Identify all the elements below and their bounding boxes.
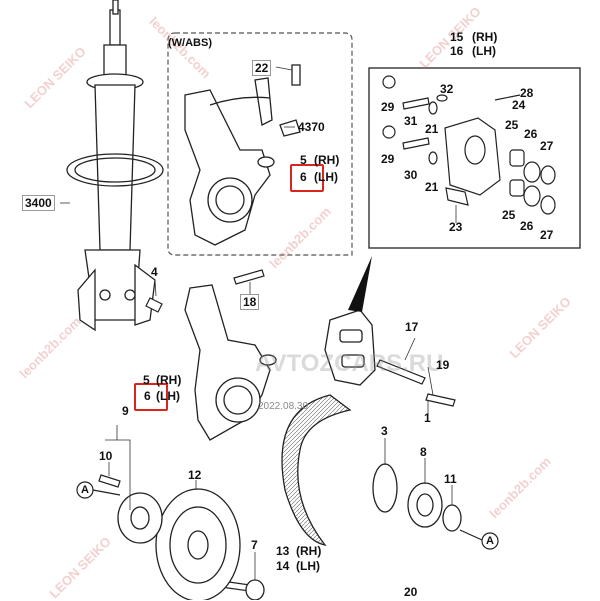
callout-31: 31 (404, 114, 418, 128)
callout-rh-abs: (RH) (314, 153, 340, 167)
callout-7: 7 (251, 538, 258, 552)
callout-8: 8 (420, 445, 427, 459)
callout-6-abs: 6 (300, 170, 307, 184)
ref-a-left: A (81, 484, 89, 496)
callout-30: 30 (404, 168, 418, 182)
dust-shield (281, 394, 352, 546)
wheel-hub (117, 492, 163, 544)
callout-20: 20 (404, 585, 418, 599)
callout-5-abs: 5 (300, 153, 307, 167)
callout-24: 24 (512, 98, 526, 112)
callout-rh-13: (RH) (296, 544, 322, 558)
callout-29b: 29 (381, 152, 395, 166)
ref-a-right: A (486, 535, 494, 547)
callout-13: 13 (276, 544, 290, 558)
callout-1: 1 (424, 411, 431, 425)
callout-11: 11 (444, 472, 457, 486)
callout-25a: 25 (505, 118, 519, 132)
callout-14: 14 (276, 559, 290, 573)
abs-knuckle (184, 64, 301, 246)
callout-5-main: 5 (143, 373, 150, 387)
callout-lh-16: (LH) (472, 44, 496, 58)
abs-frame-title: (W/ABS) (168, 37, 212, 49)
site-overlay: AVTOZCARS.RU (255, 350, 444, 377)
date-stamp: 2022.08.30 (258, 401, 309, 412)
callout-25b: 25 (502, 208, 516, 222)
callout-12: 12 (188, 468, 202, 482)
callout-17: 17 (405, 320, 419, 334)
caliper-bracket (324, 309, 376, 386)
callout-10: 10 (99, 449, 113, 463)
callout-rh-main: (RH) (156, 373, 182, 387)
reference-markers (76, 481, 499, 550)
bearing-parts (245, 463, 462, 600)
pointer-wedge (348, 256, 372, 312)
brake-disc (155, 488, 241, 600)
callout-3400: 3400 (22, 195, 55, 211)
callout-4370: 4370 (298, 120, 325, 134)
bolts (98, 269, 456, 592)
caliper-kit-box (368, 67, 581, 249)
callout-29a: 29 (381, 100, 395, 114)
callout-26a: 26 (524, 127, 538, 141)
callout-lh-abs: (LH) (314, 170, 338, 184)
callout-16: 16 (450, 44, 464, 58)
callout-27b: 27 (540, 228, 554, 242)
callout-18: 18 (240, 294, 260, 310)
callout-22: 22 (252, 60, 272, 76)
callout-21a: 21 (425, 122, 439, 136)
main-knuckle (184, 284, 277, 441)
callout-32: 32 (440, 82, 454, 96)
callout-19: 19 (436, 358, 450, 372)
abs-frame (167, 32, 353, 256)
callout-28: 28 (520, 86, 534, 100)
callout-lh-14: (LH) (296, 559, 320, 573)
callout-6-main: 6 (144, 389, 151, 403)
caliper-kit-parts (382, 75, 556, 215)
callout-15: 15 (450, 30, 464, 44)
callout-23: 23 (449, 220, 463, 234)
callout-lh-main: (LH) (156, 389, 180, 403)
callout-3: 3 (381, 424, 388, 438)
callout-rh-15: (RH) (472, 30, 498, 44)
callout-21b: 21 (425, 180, 439, 194)
strut-assembly (66, 0, 164, 332)
callout-4: 4 (151, 265, 158, 279)
callout-9: 9 (122, 404, 129, 418)
callout-27a: 27 (540, 139, 554, 153)
highlight-box-abs (290, 164, 324, 192)
leader-lines (60, 66, 457, 580)
highlight-box-main (134, 383, 168, 411)
callout-26b: 26 (520, 219, 534, 233)
